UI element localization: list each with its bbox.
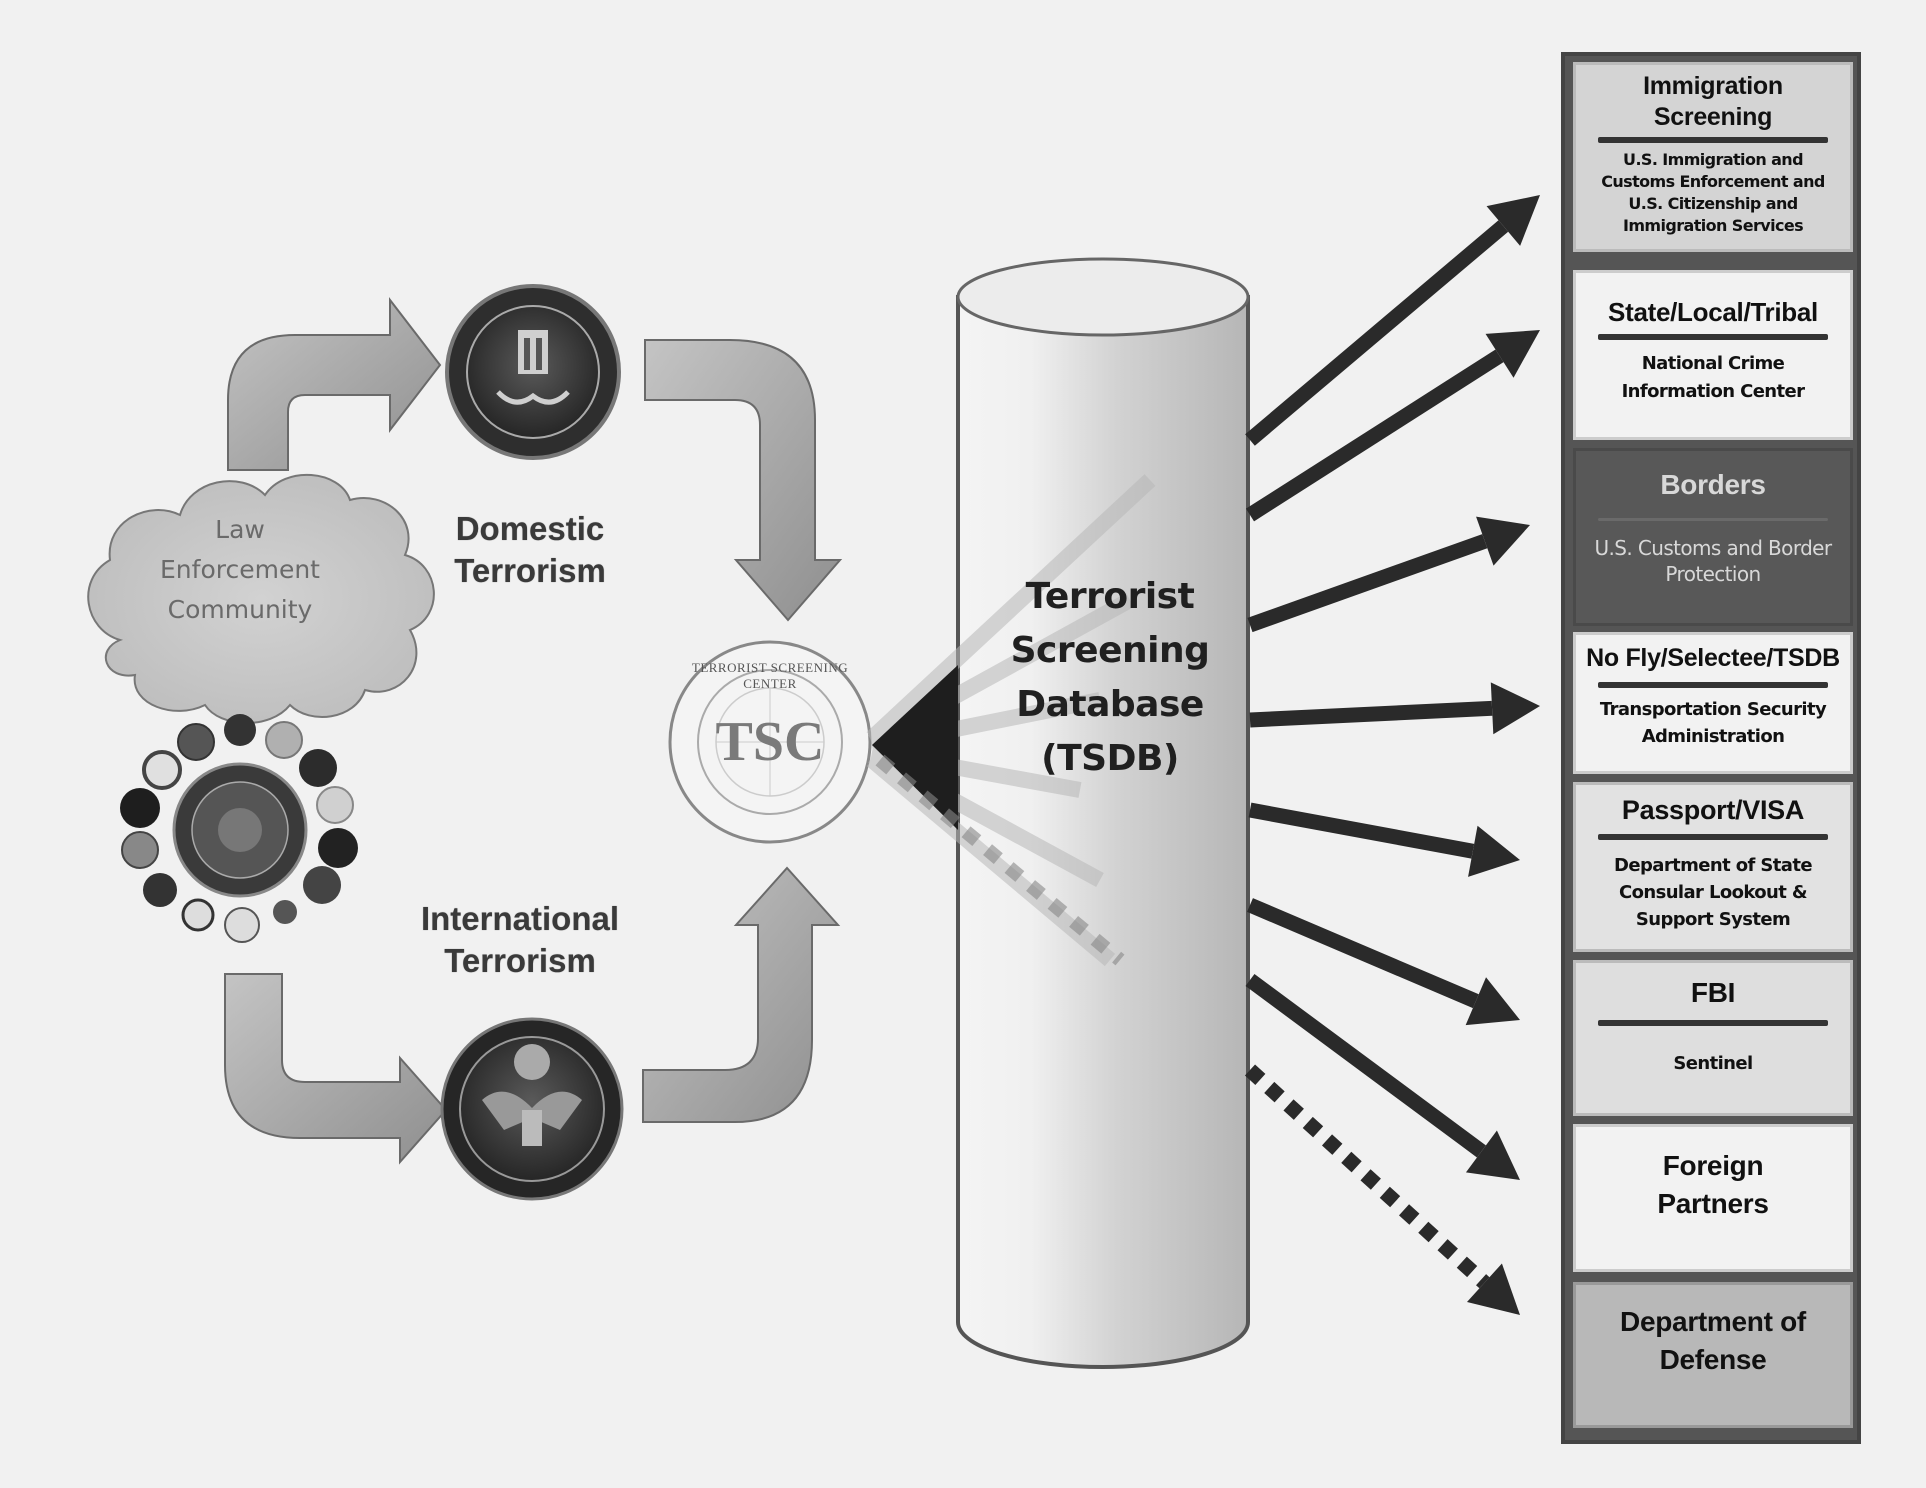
- destination-title: Foreign Partners: [1657, 1150, 1769, 1219]
- destination-passport-visa[interactable]: Passport/VISA Department of State Consul…: [1573, 782, 1853, 952]
- destination-subtitle: U.S. Customs and Border Protection: [1594, 536, 1832, 586]
- destination-subtitle: Transportation Security Administration: [1599, 699, 1827, 747]
- arrow-head: [1465, 977, 1520, 1026]
- tsdb-label: Terrorist Screening Database (TSDB): [990, 570, 1230, 786]
- tsc-dotted-link: [875, 754, 1125, 966]
- arrow-shaft: [1247, 898, 1479, 1009]
- tsdb-cylinder: [956, 257, 1250, 1369]
- destination-divider: [1597, 334, 1829, 340]
- label-line: Terrorism: [444, 942, 596, 979]
- arrow-cloud-to-fbi: [227, 297, 442, 471]
- label-line: Terrorism: [454, 552, 606, 589]
- arrow-shaft: [1244, 1064, 1490, 1289]
- destination-foreign-partners[interactable]: Foreign Partners: [1573, 1124, 1853, 1272]
- tsdb-line: Terrorist: [1025, 576, 1195, 617]
- intelligence-community-seals-icon: [120, 714, 358, 943]
- destination-fbi[interactable]: FBI Sentinel: [1573, 960, 1853, 1116]
- nctc-seal-icon: [440, 1017, 624, 1201]
- arrow-shaft: [1249, 700, 1493, 728]
- tsc-fan-wedge: [872, 665, 958, 830]
- tsc-seal-icon: [668, 640, 872, 844]
- destination-title: Borders: [1660, 469, 1766, 500]
- destination-divider: [1597, 1020, 1829, 1026]
- destination-no-fly-selectee[interactable]: No Fly/Selectee/TSDB Transportation Secu…: [1573, 632, 1853, 774]
- fbi-seal-icon: [445, 284, 621, 460]
- cloud-line: Community: [167, 595, 313, 624]
- tsdb-line: (TSDB): [1041, 738, 1179, 779]
- destination-title: Immigration Screening: [1643, 72, 1783, 131]
- destination-subtitle: National Crime Information Center: [1621, 353, 1805, 402]
- arrow-nctc-to-tsc: [642, 866, 841, 1123]
- destination-subtitle: U.S. Immigration and Customs Enforcement…: [1601, 150, 1825, 235]
- label-line: International: [420, 900, 620, 937]
- arrow-shaft: [1245, 220, 1509, 446]
- destination-title: State/Local/Tribal: [1608, 297, 1818, 327]
- label-line: Domestic: [455, 510, 605, 547]
- arrow-head: [1486, 195, 1540, 246]
- arrow-shaft: [1245, 349, 1504, 522]
- arrow-head: [1476, 516, 1530, 566]
- arrow-head: [1490, 682, 1540, 735]
- cloud-line: Law: [215, 515, 265, 544]
- tsc-seal-ring-text: TERRORIST SCREENING CENTER: [691, 660, 849, 691]
- destination-divider: [1597, 137, 1829, 143]
- destination-state-local-tribal[interactable]: State/Local/Tribal National Crime Inform…: [1573, 270, 1853, 440]
- destination-subtitle: Sentinel: [1673, 1053, 1753, 1074]
- destination-borders[interactable]: Borders U.S. Customs and Border Protecti…: [1573, 448, 1853, 626]
- arrow-head: [1466, 1263, 1520, 1315]
- destination-divider: [1597, 682, 1829, 688]
- destination-title: Passport/VISA: [1621, 795, 1805, 825]
- arrow-cluster-to-nctc: [224, 973, 448, 1165]
- destination-title: No Fly/Selectee/TSDB: [1586, 644, 1840, 672]
- tsc-seal-initials: TSC: [715, 711, 825, 773]
- destination-title: FBI: [1690, 977, 1736, 1008]
- arrow-fbi-to-tsc: [644, 339, 843, 622]
- arrow-head: [1465, 1130, 1520, 1180]
- output-arrows: [1244, 195, 1540, 1315]
- cloud-label: Law Enforcement Community: [150, 510, 330, 630]
- arrow-head: [1468, 825, 1520, 877]
- arrow-shaft: [1248, 802, 1475, 859]
- cloud-line: Enforcement: [160, 555, 320, 584]
- arrow-shaft: [1245, 973, 1486, 1158]
- arrow-shaft: [1247, 534, 1488, 633]
- tsdb-line: Database: [1016, 684, 1204, 725]
- cloud-shape: [87, 474, 435, 724]
- tsdb-line: Screening: [1010, 630, 1210, 671]
- domestic-terrorism-label: Domestic Terrorism: [420, 508, 640, 592]
- international-terrorism-label: International Terrorism: [400, 898, 640, 982]
- destination-divider: [1597, 518, 1829, 521]
- arrow-head: [1485, 330, 1540, 378]
- destination-divider: [1597, 834, 1829, 840]
- destination-department-of-defense[interactable]: Department of Defense: [1573, 1282, 1853, 1428]
- destination-subtitle: Department of State Consular Lookout & S…: [1614, 855, 1813, 930]
- destination-title: Department of Defense: [1620, 1306, 1806, 1375]
- destination-immigration-screening[interactable]: Immigration Screening U.S. Immigration a…: [1573, 62, 1853, 252]
- destination-panel: Immigration Screening U.S. Immigration a…: [1561, 52, 1861, 1444]
